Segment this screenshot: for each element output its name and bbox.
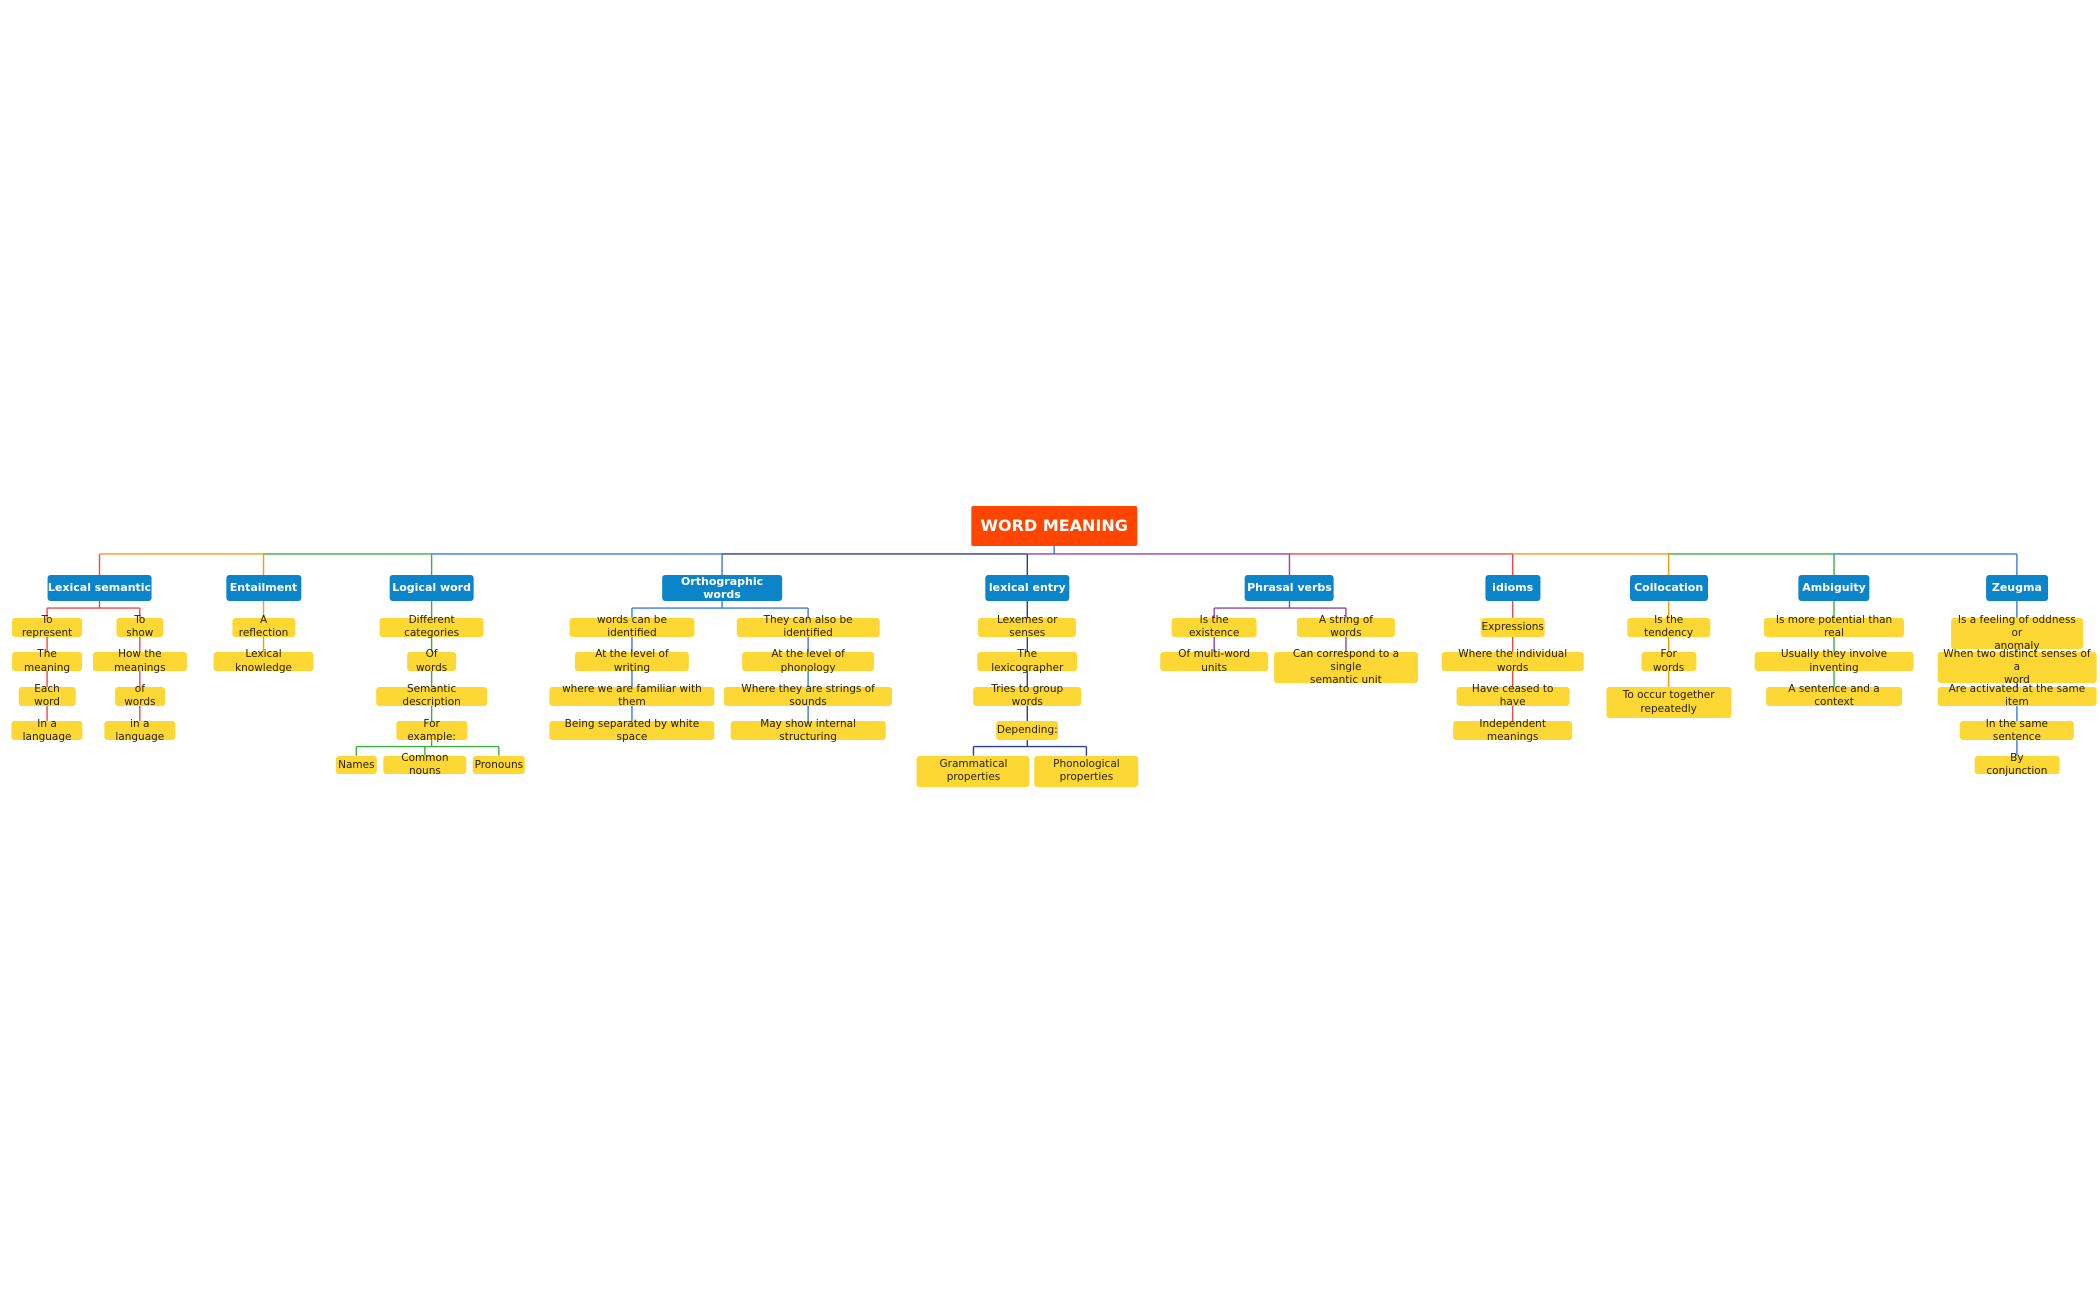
- leaf-node-may-show-internal-structuring[interactable]: May show internal structuring: [730, 718, 886, 743]
- leaf-node-for-example[interactable]: For example:: [395, 718, 468, 743]
- leaf-node-a-reflection[interactable]: A reflection: [231, 614, 296, 639]
- branch-node-ambiguity[interactable]: Ambiguity: [1798, 575, 1870, 602]
- leaf-node-depending[interactable]: Depending:: [996, 721, 1059, 741]
- leaf-node-a-sentence-and-a-context[interactable]: A sentence and a context: [1766, 683, 1902, 708]
- leaf-node-where-we-are-familiar-with-them[interactable]: where we are familiar with them: [549, 683, 715, 708]
- leaf-node-independent-meanings[interactable]: Independent meanings: [1452, 718, 1573, 743]
- leaf-node-how-the-meanings[interactable]: How the meanings: [92, 648, 187, 674]
- leaf-node-of-multi-word-units[interactable]: Of multi-word units: [1160, 648, 1268, 674]
- leaf-node-names[interactable]: Names: [336, 755, 377, 775]
- leaf-node-have-ceased-to-have[interactable]: Have ceased to have: [1456, 683, 1570, 708]
- leaf-node-different-categories[interactable]: Different categories: [379, 614, 485, 639]
- leaf-node-being-separated-by-white-space[interactable]: Being separated by white space: [549, 718, 715, 743]
- branch-node-zeugma[interactable]: Zeugma: [1985, 575, 2048, 602]
- leaf-node-to-show[interactable]: To show: [116, 614, 164, 639]
- leaf-node-pronouns[interactable]: Pronouns: [472, 755, 526, 775]
- leaf-node-lexical-knowledge[interactable]: Lexical knowledge: [213, 648, 314, 674]
- leaf-node-expressions[interactable]: Expressions: [1480, 617, 1545, 637]
- leaf-node-to-occur-together-repeatedly[interactable]: To occur together repeatedly: [1606, 687, 1732, 718]
- leaf-node-when-two-distinct-senses-of-a-word[interactable]: When two distinct senses of a word: [1937, 648, 2097, 686]
- leaf-node-at-the-level-of-writing[interactable]: At the level of writing: [574, 648, 690, 674]
- leaf-node-the-meaning[interactable]: The meaning: [12, 648, 82, 674]
- leaf-node-they-can-also-be-identified[interactable]: They can also be identified: [736, 614, 880, 639]
- leaf-node-for-words[interactable]: For words: [1641, 648, 1697, 674]
- branch-node-lexical-semantic[interactable]: Lexical semantic: [47, 575, 152, 602]
- branch-node-phrasal-verbs[interactable]: Phrasal verbs: [1245, 575, 1334, 602]
- leaf-node-is-a-feeling-of-oddness-or-anomaly[interactable]: Is a feeling of oddness or anomaly: [1951, 614, 2083, 652]
- leaf-node-where-they-are-strings-of-sounds[interactable]: Where they are strings of sounds: [724, 683, 893, 708]
- leaf-node-phonological-properties[interactable]: Phonological properties: [1034, 755, 1139, 787]
- leaf-node-in-the-same-sentence[interactable]: In the same sentence: [1959, 718, 2075, 743]
- branch-node-logical-word[interactable]: Logical word: [389, 575, 474, 602]
- leaf-node-words-can-be-identified[interactable]: words can be identified: [569, 614, 695, 639]
- branch-node-orthographic-words[interactable]: Orthographic words: [662, 575, 782, 601]
- leaf-node-of-words[interactable]: of words: [114, 683, 165, 708]
- leaf-node-semantic-description[interactable]: Semantic description: [375, 683, 488, 708]
- leaf-node-is-more-potential-than-real[interactable]: Is more potential than real: [1764, 614, 1904, 639]
- leaf-node-lexemes-or-senses[interactable]: Lexemes or senses: [978, 614, 1077, 639]
- leaf-node-grammatical-properties[interactable]: Grammatical properties: [917, 755, 1030, 787]
- leaf-node-to-represent[interactable]: To represent: [12, 614, 82, 639]
- leaf-node-are-activated-at-the-same-item[interactable]: Are activated at the same item: [1937, 683, 2097, 708]
- leaf-node-each-word[interactable]: Each word: [18, 683, 76, 708]
- leaf-node-at-the-level-of-phonology[interactable]: At the level of phonology: [742, 648, 874, 674]
- leaf-node-the-lexicographer[interactable]: The lexicographer: [977, 648, 1078, 674]
- leaf-node-tries-to-group-words[interactable]: Tries to group words: [973, 683, 1082, 708]
- leaf-node-a-string-of-words[interactable]: A string of words: [1296, 614, 1396, 639]
- leaf-node-can-correspond-to-a-single-semantic-unit[interactable]: Can correspond to a single semantic unit: [1274, 648, 1418, 686]
- leaf-node-usually-they-involve-inventing[interactable]: Usually they involve inventing: [1754, 648, 1914, 674]
- leaf-node-by-conjunction[interactable]: By conjunction: [1974, 752, 2060, 777]
- leaf-node-where-the-individual-words[interactable]: Where the individual words: [1441, 648, 1584, 674]
- branch-node-lexical-entry[interactable]: lexical entry: [985, 575, 1069, 602]
- leaf-node-is-the-existence[interactable]: Is the existence: [1171, 614, 1257, 639]
- leaf-node-common-nouns[interactable]: Common nouns: [383, 752, 467, 777]
- leaf-node-in-a-language[interactable]: in a language: [104, 718, 176, 743]
- branch-node-idioms[interactable]: idioms: [1485, 575, 1541, 602]
- branch-node-collocation[interactable]: Collocation: [1629, 575, 1708, 602]
- leaf-node-is-the-tendency[interactable]: Is the tendency: [1626, 614, 1711, 639]
- root-node-word-meaning[interactable]: WORD MEANING: [971, 505, 1137, 546]
- branch-node-entailment[interactable]: Entailment: [225, 575, 302, 602]
- leaf-node-of-words[interactable]: Of words: [406, 648, 457, 674]
- leaf-node-in-a-language[interactable]: In a language: [11, 718, 83, 743]
